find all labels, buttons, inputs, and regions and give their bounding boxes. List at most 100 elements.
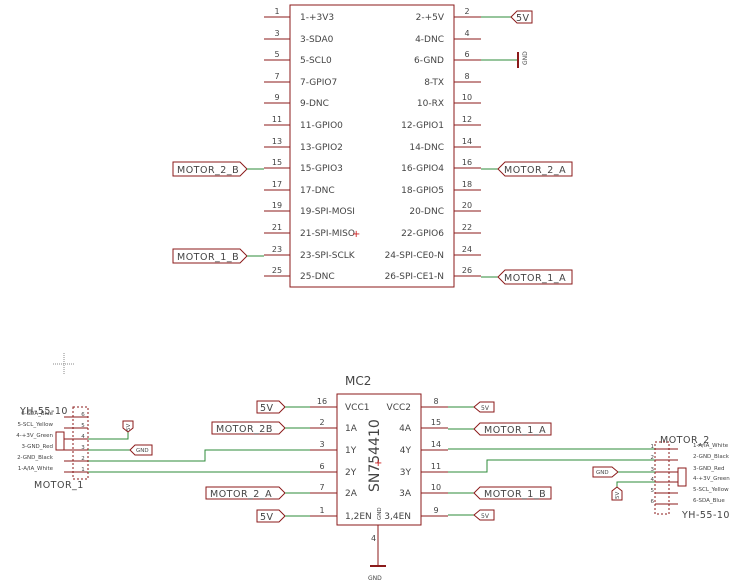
- motor-2-body: [677, 467, 687, 487]
- header-motor-1-b-label: MOTOR_1_B: [177, 252, 239, 263]
- motor-2-part: YH-55-10: [681, 510, 730, 521]
- header-pin-number: 12: [462, 115, 472, 124]
- header-pin-label: 8-TX: [424, 78, 444, 88]
- header-motor-2-b-label: MOTOR_2_B: [177, 165, 239, 176]
- header-pin-label: 21-SPI-MISO: [300, 229, 355, 239]
- driver-5v-label-vcc1: 5V: [260, 403, 274, 414]
- driver-gnd-pin-num: 4: [371, 534, 376, 543]
- header-pin-number: 1: [274, 7, 279, 16]
- motor-2-connector-outline: [654, 441, 670, 515]
- driver-pin-label: 1,2EN: [345, 512, 372, 522]
- header-pin-label: 11-GPIO0: [300, 121, 343, 131]
- header-pin-label: 13-GPIO2: [300, 143, 343, 153]
- header-pin-number: 6: [464, 50, 469, 59]
- header-motor-2-a-flag[interactable]: [497, 161, 573, 177]
- driver-pin-number: 7: [319, 483, 324, 492]
- motor-1-wire-label: 1-A/IA_White: [18, 466, 54, 472]
- driver-pin-number: 16: [317, 397, 327, 406]
- driver-pin-label: 4Y: [400, 446, 412, 456]
- driver-motor-2b-flag[interactable]: [211, 421, 286, 435]
- header-motor-2-b-flag[interactable]: [172, 161, 248, 177]
- driver-pin-number: 15: [431, 418, 441, 427]
- motor-2-wire-label: 5-SCL_Yellow: [693, 487, 729, 493]
- header-pin-label: 9-DNC: [300, 99, 329, 109]
- driver-pin-number: 1: [319, 506, 324, 515]
- driver-pin-label: VCC1: [345, 403, 369, 413]
- driver-name: MC2: [345, 374, 371, 388]
- motor-2-pin-number: 4: [651, 477, 655, 483]
- motor-2-wire-label: 2-GND_Black: [693, 454, 730, 460]
- motor-2-wire-label: 4-+3V_Green: [693, 476, 730, 482]
- header-pin-number: 22: [462, 223, 472, 232]
- motor-2-5v-flag[interactable]: [611, 486, 623, 501]
- header-pin-label: 1-+3V3: [300, 13, 334, 23]
- driver-5v-flag-vcc2[interactable]: [473, 401, 495, 413]
- motor-1-pin-number: 6: [81, 412, 85, 418]
- motor-2-pin-number: 1: [651, 444, 655, 450]
- motor-2-wire-label: 1-A/IA_White: [693, 443, 729, 449]
- motor-2-name: MOTOR_2: [660, 435, 710, 446]
- driver-motor-1-a-label: MOTOR_1_A: [484, 425, 546, 436]
- header-pin-number: 14: [462, 137, 472, 146]
- driver-motor-1-b-flag[interactable]: [473, 486, 552, 500]
- driver-pin-label: 3A: [399, 489, 412, 499]
- header-pin-label: 16-GPIO4: [401, 164, 444, 174]
- motor-1-gnd-flag[interactable]: [129, 444, 153, 456]
- motor-2-gnd-label: GND: [596, 470, 609, 476]
- header-pin-label: 2-+5V: [416, 13, 445, 23]
- header-pin-label: 15-GPIO3: [300, 164, 343, 174]
- motor-1-wire-label: 3-GND_Red: [22, 444, 54, 450]
- driver-5v-flag-en12[interactable]: [256, 509, 286, 523]
- header-pin-label: 18-GPIO5: [401, 186, 444, 196]
- wire-3y-to-motor-2: [448, 459, 655, 473]
- header-pin-number: 26: [462, 266, 472, 275]
- header-pin-number: 2: [464, 7, 469, 16]
- header-pin-label: 6-GND: [414, 56, 444, 66]
- motor-driver: MC2 SN754410 + 16VCC121A31Y62Y72A11,2EN8…: [88, 374, 655, 582]
- driver-5v-label-en12: 5V: [260, 512, 274, 523]
- header-pin-label: 23-SPI-SCLK: [300, 251, 356, 261]
- motor-1-pin-number: 3: [81, 445, 85, 451]
- driver-pin-number: 9: [433, 506, 438, 515]
- header-pin-label: 3-SDA0: [300, 35, 334, 45]
- header-pin-label: 5-SCL0: [300, 56, 332, 66]
- driver-pin-label: 4A: [399, 424, 412, 434]
- driver-pin-label: 1A: [345, 424, 358, 434]
- header-5v-label: 5V: [516, 13, 530, 24]
- header-5v-flag[interactable]: [510, 10, 533, 24]
- header-pin-number: 10: [462, 93, 472, 102]
- wire-motor-2-5v: [616, 481, 655, 487]
- driver-5v-flag-en34[interactable]: [473, 509, 495, 521]
- motor-1-5v-label: 5V: [126, 424, 132, 431]
- driver-motor-2-a-label: MOTOR_2_A: [210, 489, 272, 500]
- driver-motor-1-a-flag[interactable]: [473, 422, 552, 436]
- motor-1-wire-label: 5-SCL_Yellow: [17, 422, 53, 428]
- header-pin-number: 11: [272, 115, 282, 124]
- header-motor-1-b-flag[interactable]: [172, 248, 248, 264]
- motor-1-pin-number: 5: [81, 423, 85, 429]
- header-pin-label: 10-RX: [417, 99, 444, 109]
- header-pin-number: 24: [462, 245, 472, 254]
- cursor-crosshair-icon: [53, 353, 75, 375]
- driver-motor-2-a-flag[interactable]: [205, 486, 286, 500]
- motor-2-pin-number: 3: [651, 467, 655, 473]
- motor-1-5v-flag[interactable]: [122, 420, 134, 433]
- driver-pin-label: 3,4EN: [384, 512, 411, 522]
- header-pin-number: 23: [272, 245, 282, 254]
- header-pin-number: 19: [272, 201, 282, 210]
- header-pin-number: 7: [274, 72, 279, 81]
- driver-5v-flag-vcc1[interactable]: [256, 400, 286, 414]
- header-origin-cross: +: [352, 229, 360, 240]
- header-pin-number: 8: [464, 72, 469, 81]
- header-motor-1-a-flag[interactable]: [497, 269, 573, 285]
- header-pin-label: 19-SPI-MOSI: [300, 207, 355, 217]
- driver-pin-label: 3Y: [400, 468, 412, 478]
- driver-pin-number: 6: [319, 462, 324, 471]
- header-pin-label: 17-DNC: [300, 186, 335, 196]
- motor-1-pins: 66-SDA_Blue55-SCL_Yellow44-+3V_Green33-G…: [16, 411, 88, 473]
- header-pin-label: 14-DNC: [409, 143, 444, 153]
- motor-2-gnd-flag[interactable]: [592, 466, 619, 478]
- driver-motor-2b-label: MOTOR_2B: [216, 424, 273, 435]
- motor-2-pin-number: 6: [651, 499, 655, 505]
